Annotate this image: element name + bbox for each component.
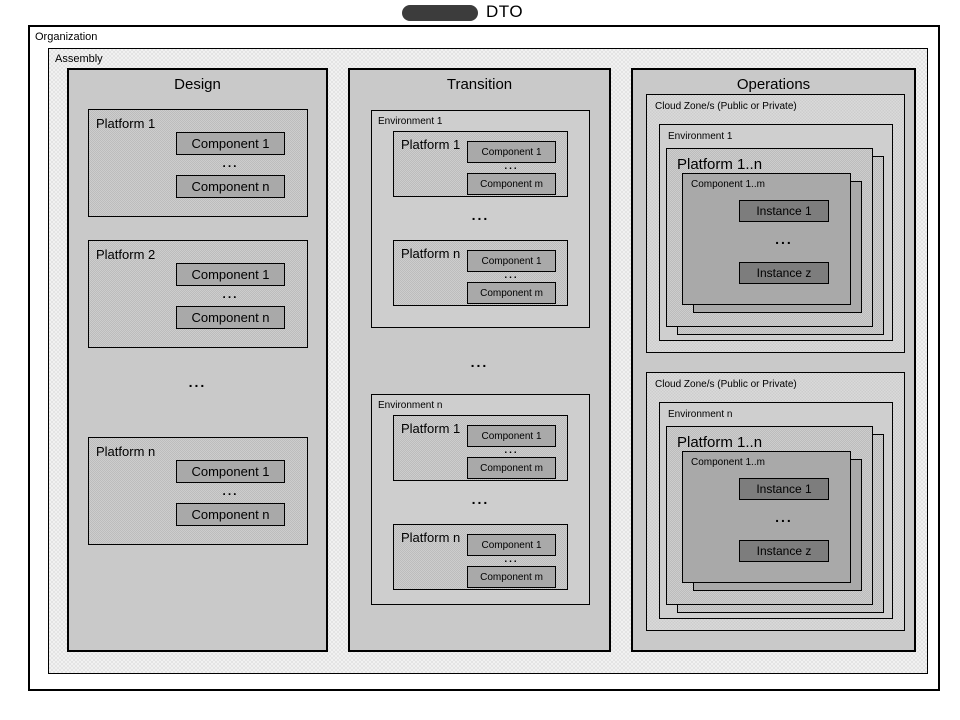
operations-component: Component 1..m Instance 1 ... Instance z [682,451,851,583]
environment-label: Environment 1 [668,131,733,142]
platform-label: Platform 2 [96,247,156,262]
cloud-zone-label: Cloud Zone/s (Public or Private) [655,101,797,112]
platform-label: Platform 1..n [677,434,763,451]
cloud-zone-label: Cloud Zone/s (Public or Private) [655,379,797,390]
ellipsis: ... [775,509,793,525]
component-box: Component n [176,306,285,329]
operations-title: Operations [736,76,811,93]
transition-title: Transition [446,76,513,93]
component-box: Component 1 [467,425,556,447]
component-box: Component m [467,457,556,479]
component-stack: Component 1..m Instance 1 ... Instance z [682,451,862,591]
operations-platform: Platform 1..n Component 1..m Instance 1 … [666,148,873,327]
design-platform-n: Platform n Component 1 ... Component n [88,437,308,545]
component-box: Component 1 [467,534,556,556]
platform-stack: Platform 1..n Component 1..m Instance 1 … [666,148,884,335]
organization-label: Organization [35,31,98,43]
component-box: Component n [176,175,285,198]
ellipsis: ... [504,554,519,565]
cloud-zone-1: Cloud Zone/s (Public or Private) Environ… [646,94,905,353]
operations-platform: Platform 1..n Component 1..m Instance 1 … [666,426,873,605]
ellipsis: ... [222,156,239,170]
component-box: Component n [176,503,285,526]
instance-box: Instance 1 [739,478,829,500]
dto-logo-blob [402,5,478,21]
environment-label: Environment 1 [378,116,443,127]
transition-platform-n: Platform n Component 1 ... Component m [393,240,568,306]
transition-environment-n: Environment n Platform 1 Component 1 ...… [371,394,590,605]
component-box: Component 1 [467,141,556,163]
component-box: Component 1 [176,132,285,155]
transition-column: Transition Environment 1 Platform 1 Comp… [348,68,611,652]
platform-label: Platform n [401,530,461,545]
component-box: Component m [467,282,556,304]
instance-box: Instance z [739,540,829,562]
component-box: Component m [467,173,556,195]
environment-label: Environment n [668,409,733,420]
platform-label: Platform 1 [96,116,156,131]
ellipsis: ... [775,231,793,247]
design-platform-2: Platform 2 Component 1 ... Component n [88,240,308,348]
design-platform-1: Platform 1 Component 1 ... Component n [88,109,308,217]
ellipsis: ... [504,445,519,456]
ellipsis: ... [504,161,519,172]
platform-label: Platform 1 [401,137,461,152]
design-title: Design [174,76,221,93]
platform-label: Platform n [96,444,156,459]
component-box: Component 1 [467,250,556,272]
dto-title: DTO [486,2,524,21]
environment-label: Environment n [378,400,443,411]
cloud-zone-2: Cloud Zone/s (Public or Private) Environ… [646,372,905,631]
ellipsis: ... [222,287,239,301]
platform-label: Platform 1 [401,421,461,436]
assembly-box: Assembly Design Platform 1 Component 1 .… [48,48,928,674]
platform-label: Platform 1..n [677,156,763,173]
component-label: Component 1..m [691,457,765,468]
ellipsis: ... [470,354,489,370]
platform-label: Platform n [401,246,461,261]
component-box: Component m [467,566,556,588]
operations-environment-n: Environment n Platform 1..n Component 1.… [659,402,893,619]
platform-stack: Platform 1..n Component 1..m Instance 1 … [666,426,884,613]
ellipsis: ... [504,270,519,281]
organization-box: Organization Assembly Design Platform 1 … [28,25,940,691]
operations-environment-1: Environment 1 Platform 1..n Component 1.… [659,124,893,341]
component-stack: Component 1..m Instance 1 ... Instance z [682,173,862,313]
ellipsis: ... [471,491,490,507]
assembly-label: Assembly [55,53,103,65]
component-label: Component 1..m [691,179,765,190]
component-box: Component 1 [176,460,285,483]
component-box: Component 1 [176,263,285,286]
transition-platform-1: Platform 1 Component 1 ... Component m [393,415,568,481]
operations-column: Operations Cloud Zone/s (Public or Priva… [631,68,916,652]
ellipsis: ... [222,484,239,498]
transition-platform-1: Platform 1 Component 1 ... Component m [393,131,568,197]
transition-platform-n: Platform n Component 1 ... Component m [393,524,568,590]
ellipsis: ... [188,374,207,390]
ellipsis: ... [471,207,490,223]
instance-box: Instance z [739,262,829,284]
instance-box: Instance 1 [739,200,829,222]
operations-component: Component 1..m Instance 1 ... Instance z [682,173,851,305]
transition-environment-1: Environment 1 Platform 1 Component 1 ...… [371,110,590,328]
design-column: Design Platform 1 Component 1 ... Compon… [67,68,328,652]
